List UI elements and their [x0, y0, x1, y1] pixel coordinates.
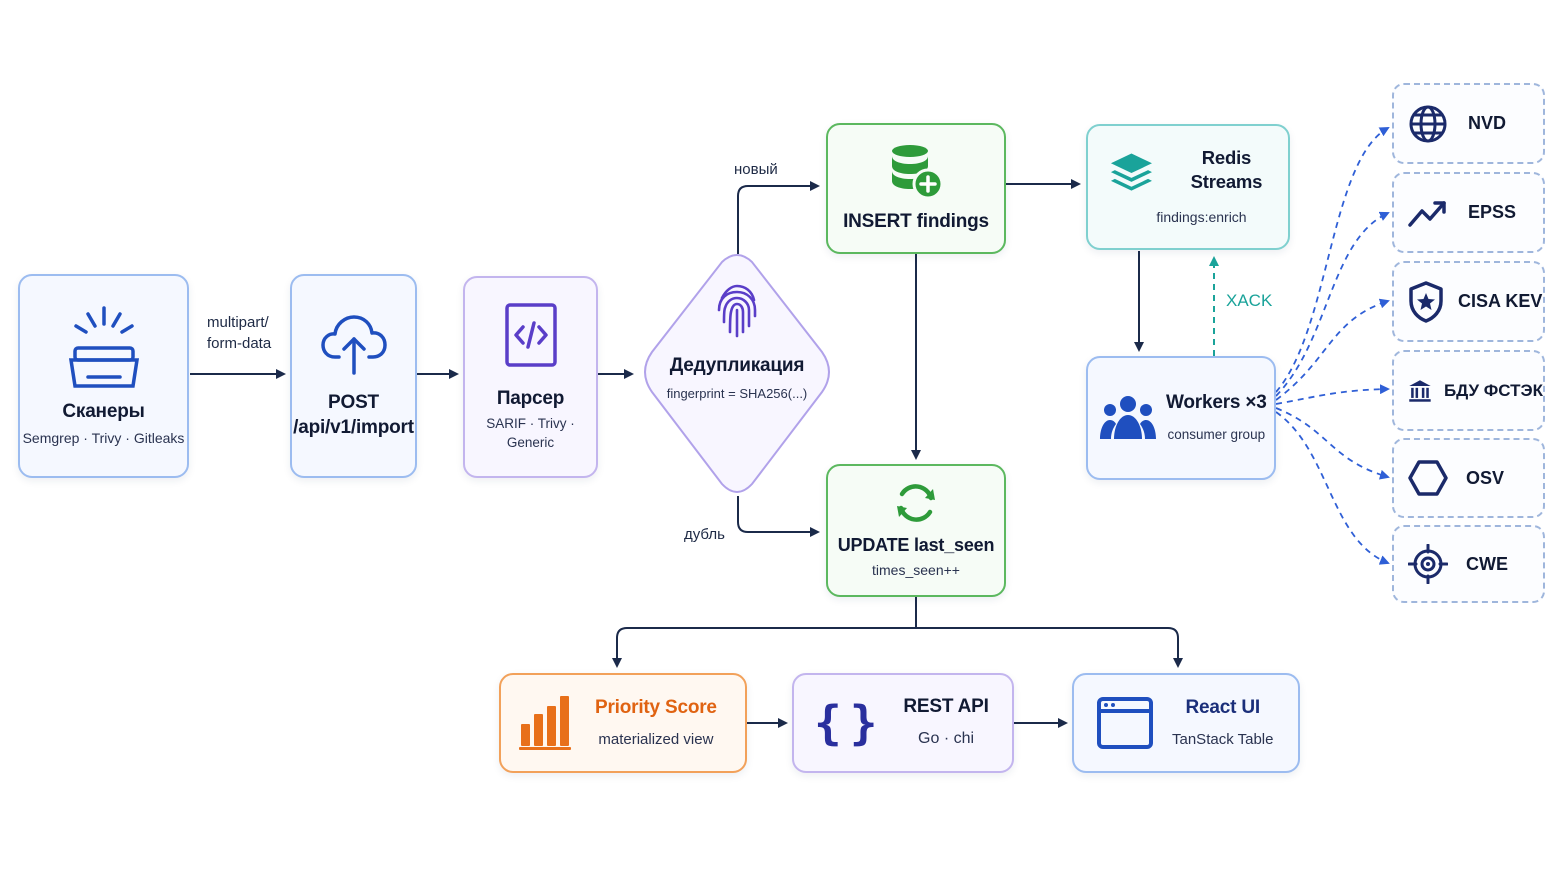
edge-label-multipart-line1: multipart/ [207, 314, 269, 331]
bar-chart-icon [519, 696, 571, 750]
dedup-title: Дедупликация [669, 355, 805, 376]
source-cisa-kev[interactable]: CISA KEV [1392, 261, 1545, 342]
browser-window-icon [1097, 697, 1153, 749]
database-add-icon [892, 145, 944, 200]
parser-node[interactable]: Парсер SARIF · Trivy · Generic [463, 276, 598, 478]
fingerprint-icon [717, 284, 757, 338]
workers-title: Workers ×3 [1166, 392, 1267, 414]
react-ui-title: React UI [1185, 697, 1261, 719]
priority-score-node[interactable]: Priority Score materialized view [499, 673, 747, 773]
post-node[interactable]: POST /api/v1/import [290, 274, 417, 478]
arrow-update-priority [612, 627, 916, 668]
post-subtitle: /api/v1/import [293, 417, 414, 438]
redis-streams-subtitle: findings:enrich [1156, 209, 1247, 226]
scanner-icon [68, 306, 139, 388]
cloud-upload-icon [320, 315, 387, 376]
dedup-node[interactable]: Дедупликация fingerprint = SHA256(...) [640, 282, 834, 422]
edge-label-multipart: multipart/ form-data [207, 312, 271, 354]
arrow-workers-nvd [1275, 127, 1390, 393]
parser-title: Парсер [496, 387, 565, 409]
update-last-seen-title: UPDATE last_seen [837, 535, 995, 555]
trend-up-icon [1408, 200, 1446, 227]
target-icon [1408, 544, 1448, 584]
update-last-seen-subtitle: times_seen++ [872, 562, 960, 579]
source-nvd[interactable]: NVD [1392, 83, 1545, 164]
source-bdu-fstek-label: БДУ ФСТЭК [1443, 380, 1543, 400]
source-osv[interactable]: OSV [1392, 438, 1545, 518]
priority-score-subtitle: materialized view [598, 730, 714, 748]
refresh-icon [897, 484, 935, 522]
priority-score-title: Priority Score [595, 697, 717, 719]
source-epss[interactable]: EPSS [1392, 172, 1545, 253]
redis-streams-title: Redis Streams [1190, 147, 1263, 193]
source-epss-label: EPSS [1468, 202, 1517, 222]
arrow-dedup-insert [737, 181, 820, 254]
edge-label-new: новый [734, 161, 778, 178]
code-file-icon [504, 303, 557, 367]
layers-icon [1110, 153, 1152, 191]
redis-streams-node[interactable]: Redis Streams findings:enrich [1086, 124, 1290, 250]
source-cisa-kev-label: CISA KEV [1458, 291, 1543, 311]
source-osv-label: OSV [1466, 467, 1505, 488]
edge-label-dup: дубль [684, 526, 725, 543]
arrow-workers-cwe [1275, 411, 1390, 565]
arrow-workers-osv [1275, 407, 1390, 480]
insert-findings-node[interactable]: INSERT findings [826, 123, 1006, 254]
arrow-workers-bdu [1275, 384, 1390, 405]
shield-star-icon [1409, 280, 1443, 323]
scanners-node[interactable]: Сканеры Semgrep · Trivy · Gitleaks [18, 274, 189, 478]
post-title: POST [328, 392, 379, 414]
rest-api-node[interactable]: {} REST API Go · chi [792, 673, 1014, 773]
arrow-dedup-update [737, 496, 820, 537]
arrow-workers-cisa [1275, 298, 1390, 401]
globe-icon [1409, 105, 1447, 142]
braces-icon: {} [814, 696, 886, 750]
rest-api-title: REST API [903, 696, 989, 718]
bank-icon [1409, 379, 1431, 402]
edge-label-multipart-line2: form-data [207, 335, 272, 352]
users-group-icon [1100, 396, 1156, 439]
scanners-title: Сканеры [62, 400, 145, 422]
hexagon-icon [1408, 460, 1448, 496]
source-bdu-fstek[interactable]: БДУ ФСТЭК [1392, 350, 1545, 431]
react-ui-subtitle: TanStack Table [1172, 730, 1274, 748]
source-cwe[interactable]: CWE [1392, 525, 1545, 603]
rest-api-subtitle: Go · chi [918, 730, 975, 748]
scanners-subtitle: Semgrep · Trivy · Gitleaks [22, 429, 185, 446]
source-nvd-label: NVD [1468, 113, 1507, 133]
edge-label-xack: XACK [1226, 291, 1273, 310]
insert-findings-title: INSERT findings [843, 211, 989, 233]
source-cwe-label: CWE [1466, 553, 1508, 574]
arrow-workers-epss [1275, 211, 1390, 397]
workers-subtitle: consumer group [1167, 426, 1266, 442]
arrow-update-react [916, 627, 1183, 668]
react-ui-node[interactable]: React UI TanStack Table [1072, 673, 1300, 773]
dedup-subtitle: fingerprint = SHA256(...) [666, 385, 808, 401]
update-last-seen-node[interactable]: UPDATE last_seen times_seen++ [826, 464, 1006, 597]
parser-subtitle: SARIF · Trivy · Generic [486, 416, 575, 451]
workers-node[interactable]: Workers ×3 consumer group [1086, 356, 1276, 480]
